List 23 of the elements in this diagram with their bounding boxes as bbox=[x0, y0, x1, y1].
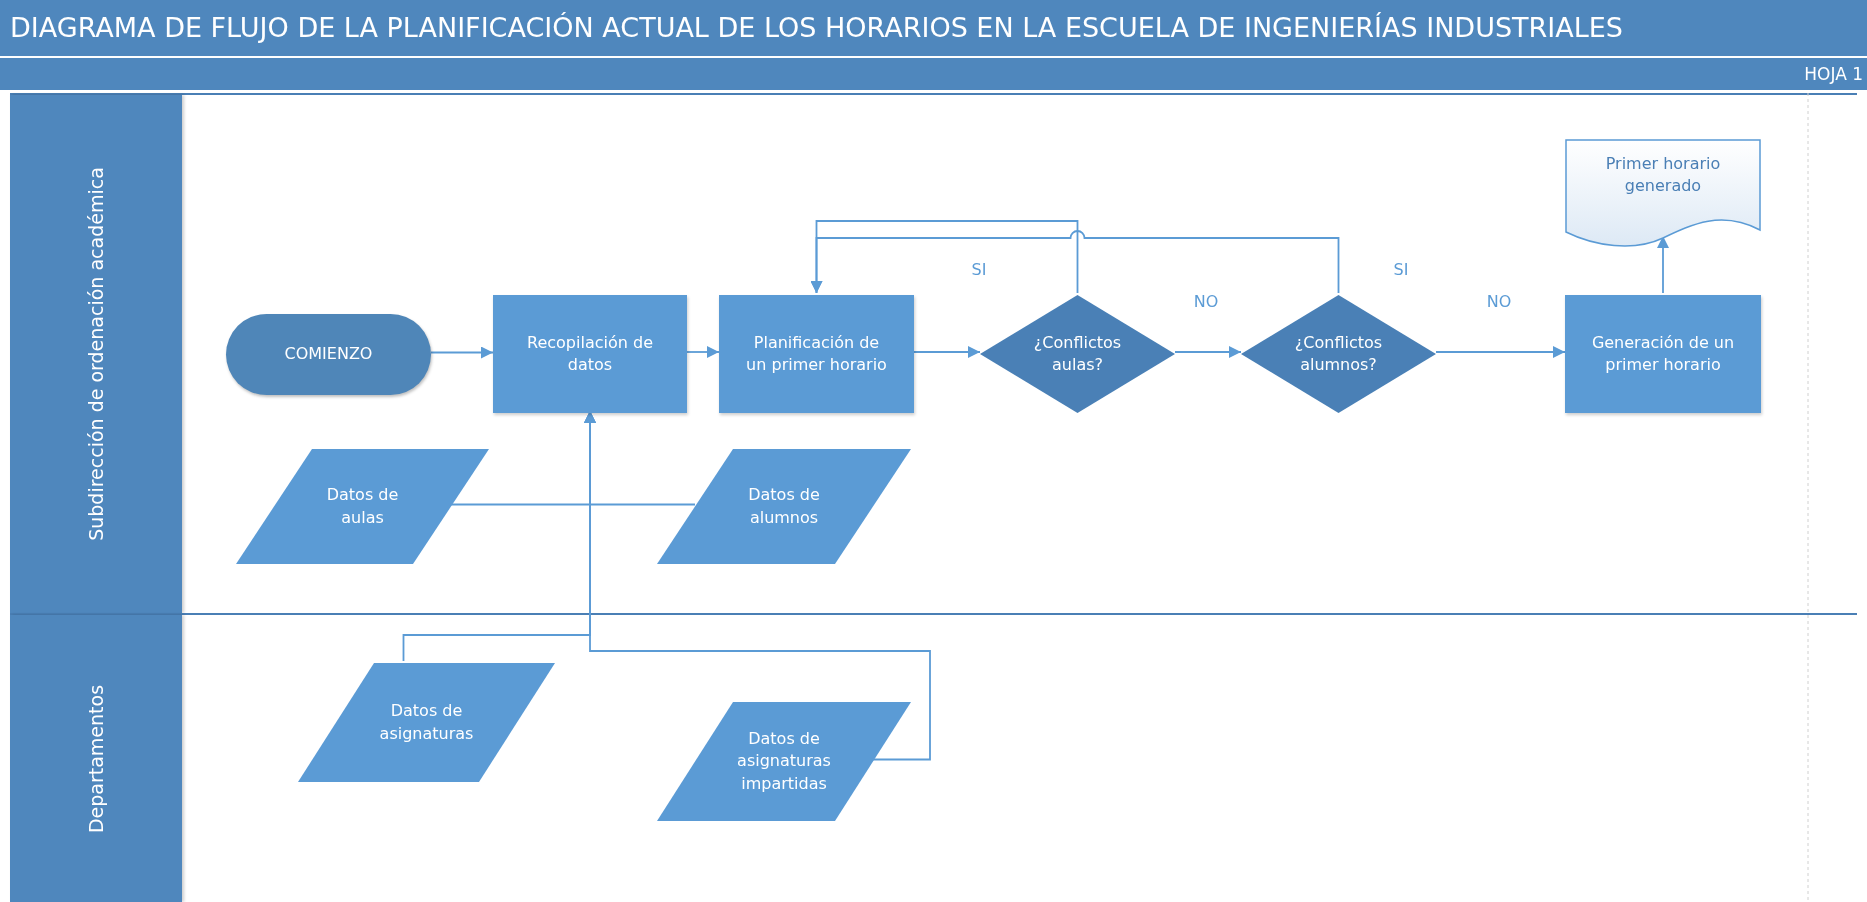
data-parallelogram: Datos de asignaturas impartidas bbox=[657, 702, 911, 821]
connector-arrow bbox=[810, 230, 1340, 294]
swimlane bbox=[10, 93, 1857, 613]
decision-diamond: ¿Conflictos alumnos? bbox=[1241, 295, 1436, 413]
terminator-shape: COMIENZO bbox=[226, 314, 431, 395]
connector-arrow bbox=[584, 410, 931, 761]
connector-arrow bbox=[686, 346, 720, 358]
decision-diamond: ¿Conflictos aulas? bbox=[980, 295, 1175, 413]
connector-arrow bbox=[430, 346, 494, 359]
lane-title: Subdirección de ordenación académica bbox=[85, 167, 107, 541]
swimlane bbox=[10, 613, 1857, 902]
sheet-bar: HOJA 1 bbox=[0, 58, 1867, 90]
process-box: Generación de un primer horario bbox=[1565, 295, 1761, 413]
process-box: Planificación de un primer horario bbox=[719, 295, 914, 413]
connector-arrow bbox=[1435, 346, 1566, 358]
lane-title: Departamentos bbox=[85, 684, 107, 833]
data-parallelogram: Datos de aulas bbox=[236, 449, 489, 564]
data-parallelogram: Datos de alumnos bbox=[657, 449, 911, 564]
process-box: Recopilación de datos bbox=[493, 295, 687, 413]
data-parallelogram: Datos de asignaturas bbox=[298, 663, 555, 782]
connector-arrow bbox=[913, 346, 981, 358]
connector-arrow bbox=[1174, 346, 1242, 358]
title-bar: DIAGRAMA DE FLUJO DE LA PLANIFICACIÓN ACTUAL DE LOS HORARIOS EN LA ESCUELA DE INGENIERÍAS INDUSTRIALES bbox=[0, 0, 1867, 56]
